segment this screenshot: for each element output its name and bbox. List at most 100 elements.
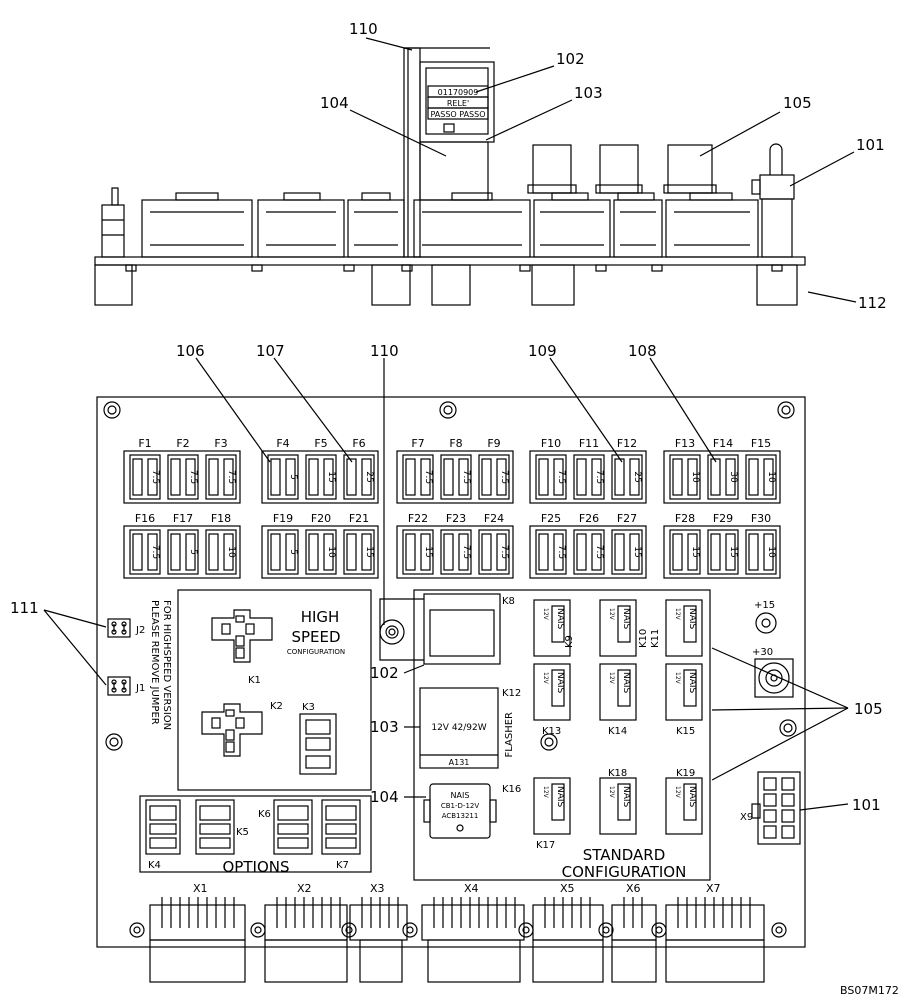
top-view: F17.5F27.5F37.5F45F515F625F77.5F87.5F97.… [10,342,883,983]
fuse-id-label: F21 [349,512,369,525]
fuse-rating: 10 [326,546,336,558]
fuse-f17 [167,529,199,575]
fuse-f13 [669,454,701,500]
fuse-id-label: F6 [352,437,365,450]
fuse-rating: 10 [690,471,700,483]
relay-brand: NAIS [687,608,697,630]
fuse-f7 [402,454,434,500]
side-relays-105 [527,144,717,194]
relay-k8-label: K8 [502,596,515,607]
fuse-id-label: F12 [617,437,637,450]
relay-k6-label: K6 [258,809,271,820]
high-speed-title-2: SPEED [291,628,340,646]
fuse-id-label: F20 [311,512,331,525]
relay-k3-label: K3 [302,702,315,713]
side-terminal-101 [751,143,795,258]
fuse-rating: 7.5 [556,470,566,484]
callout-104: 104 [370,788,399,806]
fuse-f5 [305,454,337,500]
fuse-rating: 10 [766,471,776,483]
relay-k7-label: K7 [336,860,349,871]
relay-coil: 12V [542,672,549,685]
callout-110: 110 [370,342,399,360]
relay-coil: 12V [608,786,615,799]
fuse-f20 [305,529,337,575]
fuse-f24 [478,529,510,575]
fuse-rating: 7.5 [461,470,471,484]
connector-x3-label: X3 [370,882,385,895]
fuse-id-label: F25 [541,512,561,525]
drawing-reference: BS07M172 [840,984,899,997]
fuse-f10 [535,454,567,500]
connector-x4-label: X4 [464,882,479,895]
relay-k10-label: K10 [638,629,649,648]
relay-coil: 12V [608,672,615,685]
fuse-block [123,525,241,579]
jumper-j1 [107,676,131,696]
callout-105-top: 105 [783,94,812,112]
standard-title: STANDARD [583,846,666,864]
callout-103: 103 [370,718,399,736]
terminal-plus15-label: +15 [754,600,775,611]
relay-k18-label: K18 [608,768,627,779]
fuse-rating: 7.5 [594,545,604,559]
relay-k17-label: K17 [536,840,555,851]
high-speed-config: CONFIGURATION [287,648,345,656]
relay-k9-label: K9 [564,635,575,648]
connector-x5-label: X5 [560,882,575,895]
relay-coil: 12V [674,608,681,621]
top-leader-lines [43,357,849,811]
relay-k8 [423,593,501,665]
relay-coil: 12V [542,786,549,799]
fuse-rating: 25 [632,471,642,482]
fuse-f9 [478,454,510,500]
relay-brand: NAIS [621,608,631,630]
high-speed-title: HIGH [301,608,340,626]
fuse-id-label: F27 [617,512,637,525]
fuse-rating: 10 [226,546,236,558]
timer-code: ACB13211 [442,812,479,820]
relay-coil: 12V [674,672,681,685]
fuse-id-label: F26 [579,512,599,525]
fuse-rating: 7.5 [499,545,509,559]
fuse-id-label: F17 [173,512,193,525]
relay-k11-label: K11 [650,629,661,648]
fuse-f16 [129,529,161,575]
fuse-rating: 7.5 [499,470,509,484]
fuse-rating: 7.5 [150,470,160,484]
options-title: OPTIONS [223,858,290,876]
relay-brand: NAIS [555,672,565,694]
tag-part-number: 01170909 [438,88,479,97]
side-relay-104 [419,141,489,201]
fuse-rating: 15 [728,546,738,557]
fuse-id-label: F24 [484,512,504,525]
fuse-rating: 7.5 [423,470,433,484]
callout-101: 101 [852,796,881,814]
jumper-j2 [107,618,131,638]
connector-x2-label: X2 [297,882,312,895]
jumper-j2-label: J2 [135,625,145,636]
fuse-rating: 5 [188,549,198,555]
tag-rele: RELE' [447,99,469,108]
relay-tag-102: 01170909 RELE' PASSO PASSO [427,85,489,133]
connector-x9-label: X9 [740,812,753,823]
fuse-rating: 15 [632,546,642,557]
fuse-id-label: F5 [314,437,327,450]
fuse-rating: 7.5 [556,545,566,559]
relay-k3-socket [299,713,337,775]
relay-k2-label: K2 [270,701,283,712]
side-fuse-blocks [141,192,759,258]
fuse-f8 [440,454,472,500]
fuse-blocks: F17.5F27.5F37.5F45F515F625F77.5F87.5F97.… [123,437,781,579]
callout-108: 108 [628,342,657,360]
connector-x7-label: X7 [706,882,721,895]
fuse-f12 [611,454,643,500]
relay-k4-label: K4 [148,860,161,871]
relay-k19-label: K19 [676,768,695,779]
